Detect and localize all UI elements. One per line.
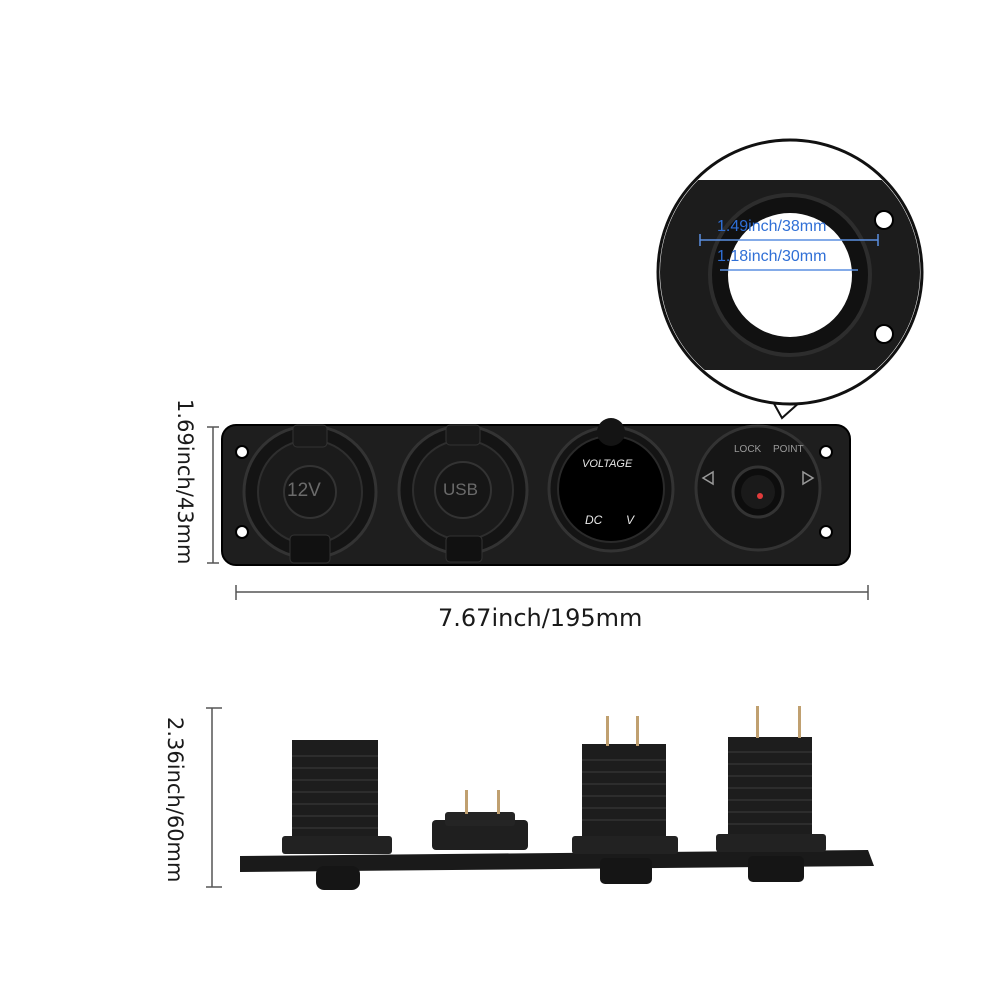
rocker-switch — [694, 424, 822, 552]
magnifier-callout — [656, 138, 924, 420]
dimension-lines — [206, 426, 869, 888]
front-panel — [221, 418, 851, 566]
voltmeter-title: VOLTAGE — [582, 458, 633, 470]
height-front-dimension: 1.69inch/43mm — [173, 399, 197, 565]
outer-hole-dimension: 1.49inch/38mm — [717, 218, 827, 235]
socket-usb — [397, 424, 529, 563]
switch-lock-label: LOCK — [734, 444, 762, 455]
width-dimension: 7.67inch/195mm — [438, 604, 643, 632]
height-side-dimension: 2.36inch/60mm — [163, 717, 187, 883]
mount-hole-icon — [819, 525, 833, 539]
voltmeter-v-label: V — [626, 513, 635, 527]
inner-hole-dimension: 1.18inch/30mm — [717, 248, 827, 265]
led-indicator-icon — [757, 493, 763, 499]
switch-point-label: POINT — [773, 444, 804, 455]
mount-hole-icon — [235, 445, 249, 459]
socket-usb-label: USB — [443, 480, 478, 499]
mount-hole-icon — [819, 445, 833, 459]
voltmeter — [547, 418, 675, 553]
voltmeter-dc-label: DC — [585, 513, 603, 527]
mount-hole-icon — [235, 525, 249, 539]
socket-12v — [242, 424, 378, 564]
side-view — [240, 706, 874, 890]
socket-12v-label: 12V — [287, 480, 321, 501]
